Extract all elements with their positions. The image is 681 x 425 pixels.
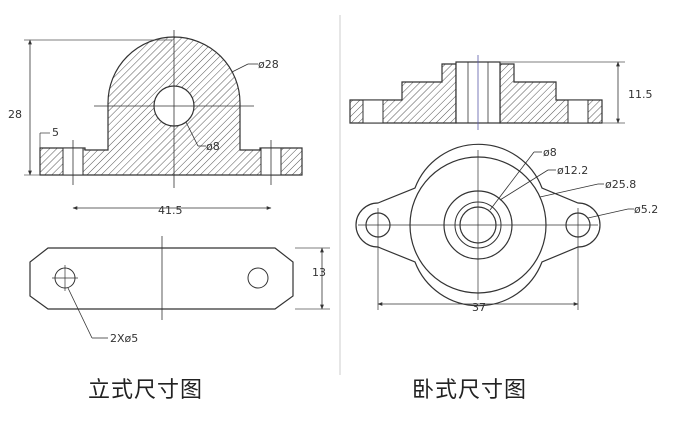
horizontal-top-view: 37 ø8 ø12.2 ø25.8 ø5.2: [355, 143, 658, 314]
dim-height-28: 28: [8, 108, 22, 121]
dim-bore-8: ø8: [206, 140, 220, 153]
vertical-top-view: 13 2Xø5: [29, 236, 330, 345]
dim-plate-13: 13: [312, 266, 326, 279]
dim-boss-25-8: ø25.8: [605, 178, 636, 191]
right-caption: 卧式尺寸图: [412, 378, 528, 403]
dim-hole-5-2: ø5.2: [634, 203, 658, 216]
dim-holes-2x5: 2Xø5: [110, 332, 138, 345]
dim-base-5: 5: [52, 126, 59, 139]
left-caption: 立式尺寸图: [88, 378, 204, 403]
dim-outer-28: ø28: [258, 58, 279, 71]
dim-height-11-5: 11.5: [628, 88, 653, 101]
vertical-front-view: 28 5 ø28 ø8 41.5: [8, 30, 303, 217]
dim-spacing-37: 37: [472, 301, 486, 314]
dim-bore-8-right: ø8: [543, 146, 557, 159]
horizontal-side-view: 11.5: [349, 55, 653, 130]
dim-spacing-41-5: 41.5: [158, 204, 183, 217]
top-right-hole: [247, 267, 269, 289]
side-right-hole: [567, 99, 589, 124]
dim-inner-12-2: ø12.2: [557, 164, 588, 177]
top-plate-outline: [29, 247, 294, 310]
side-left-hole: [362, 99, 384, 124]
